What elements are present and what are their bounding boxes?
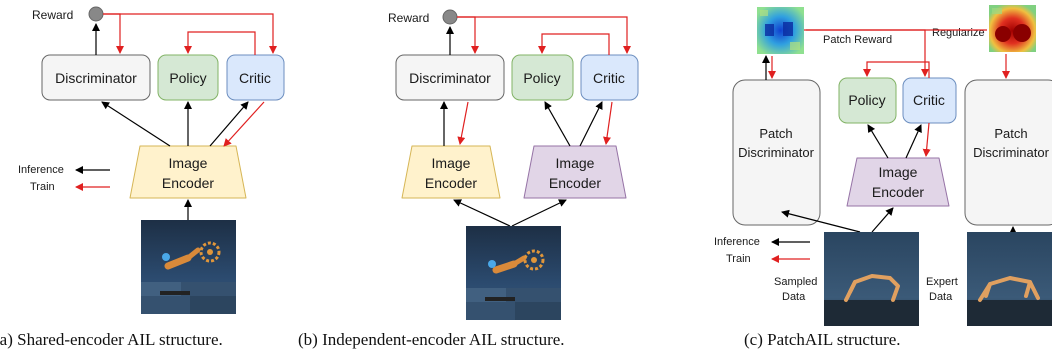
expert-reward-heatmap [989,5,1036,52]
encoder1-label-b-2: Encoder [425,175,477,191]
encoder1-label-b-1: Image [432,155,471,171]
train-critic-policy-a [184,31,256,55]
left-disc-label-2: Discriminator [738,145,815,160]
critic-label-a: Critic [239,70,271,86]
policy-label-c: Policy [848,92,885,108]
train-critic-enc2-b [603,101,613,145]
patch-reward-label: Patch Reward [823,34,892,46]
reward-node-b [442,9,458,25]
observation-image-b [466,226,561,320]
image-encoder-c [846,157,950,207]
train-reward-disc-a [103,13,124,54]
policy-box-c [838,77,897,124]
train-reward-critic-b [457,16,631,54]
arrow-enc-disc-a [101,101,171,147]
image-encoder-a [129,145,247,199]
discriminator-label-b: Discriminator [409,70,491,86]
train-reward-critic-a [103,13,277,54]
train-critic-enc-c [922,122,931,157]
train-critic-policy-c [863,61,930,78]
train-disc-enc1-b [457,101,469,145]
sampled-data-image [824,232,919,326]
caption-c: (c) PatchAIL structure. [744,330,901,349]
encoder-label-a-1: Image [169,155,208,171]
train-critic-policy-b [538,33,610,55]
legend-inference-c: Inference [714,236,760,248]
discriminator-label-a: Discriminator [55,70,137,86]
right-disc-label-1: Patch [994,126,1027,141]
train-critic-enc-a [223,101,265,147]
arrow-enc-critic-a [209,101,249,147]
image-encoder-b-2 [523,145,627,199]
arrow-img-enc1-b [453,199,511,227]
right-disc-label-2: Discriminator [973,145,1050,160]
critic-label-b: Critic [593,70,625,86]
reward-label-a: Reward [32,8,73,22]
arrow-enc-critic-c [905,124,922,159]
legend-train-a: Train [30,181,55,193]
expert-data-image [967,232,1052,326]
arrow-enc-policy-c [867,124,889,159]
encoder2-label-b-1: Image [556,155,595,171]
expert-label-2: Data [929,291,953,303]
encoder2-label-b-2: Encoder [549,175,601,191]
train-reward-disc-b [457,16,479,54]
legend-inference-a: Inference [18,164,64,176]
panel-b: Reward Discriminator Policy Critic Image… [298,9,639,349]
encoder-label-c-1: Image [879,164,918,180]
patch-discriminator-right [964,79,1052,226]
arrow-enc2-policy-b [544,101,571,147]
observation-image-a [141,220,236,314]
reward-label-b: Reward [388,11,429,25]
reward-node-a [88,6,104,22]
policy-label-a: Policy [169,70,206,86]
image-encoder-b-1 [401,145,501,199]
patch-reward-heatmap [757,7,804,54]
panel-a: Reward Discriminator Policy Critic Image… [0,6,285,349]
sampled-label-2: Data [782,291,806,303]
policy-label-b: Policy [523,70,560,86]
encoder-label-a-2: Encoder [162,175,214,191]
panel-c: Patch Reward Regularize Patch Discrimina… [714,5,1052,349]
sampled-label-1: Sampled [774,276,817,288]
left-disc-label-1: Patch [759,126,792,141]
caption-a: (a) Shared-encoder AIL structure. [0,330,223,349]
policy-box-b [511,54,574,101]
legend-train-c: Train [726,253,751,265]
caption-b: (b) Independent-encoder AIL structure. [298,330,565,349]
critic-label-c: Critic [913,92,945,108]
policy-box-a [157,54,219,101]
expert-label-1: Expert [926,276,958,288]
encoder-label-c-2: Encoder [872,184,924,200]
arrow-img-enc2-b [511,199,567,227]
arrow-sampled-ldisc [781,209,861,233]
arrow-sampled-enc [871,207,894,233]
arrow-enc2-critic-b [579,101,603,147]
patch-discriminator-left [732,79,821,226]
regularize-label: Regularize [932,27,985,39]
